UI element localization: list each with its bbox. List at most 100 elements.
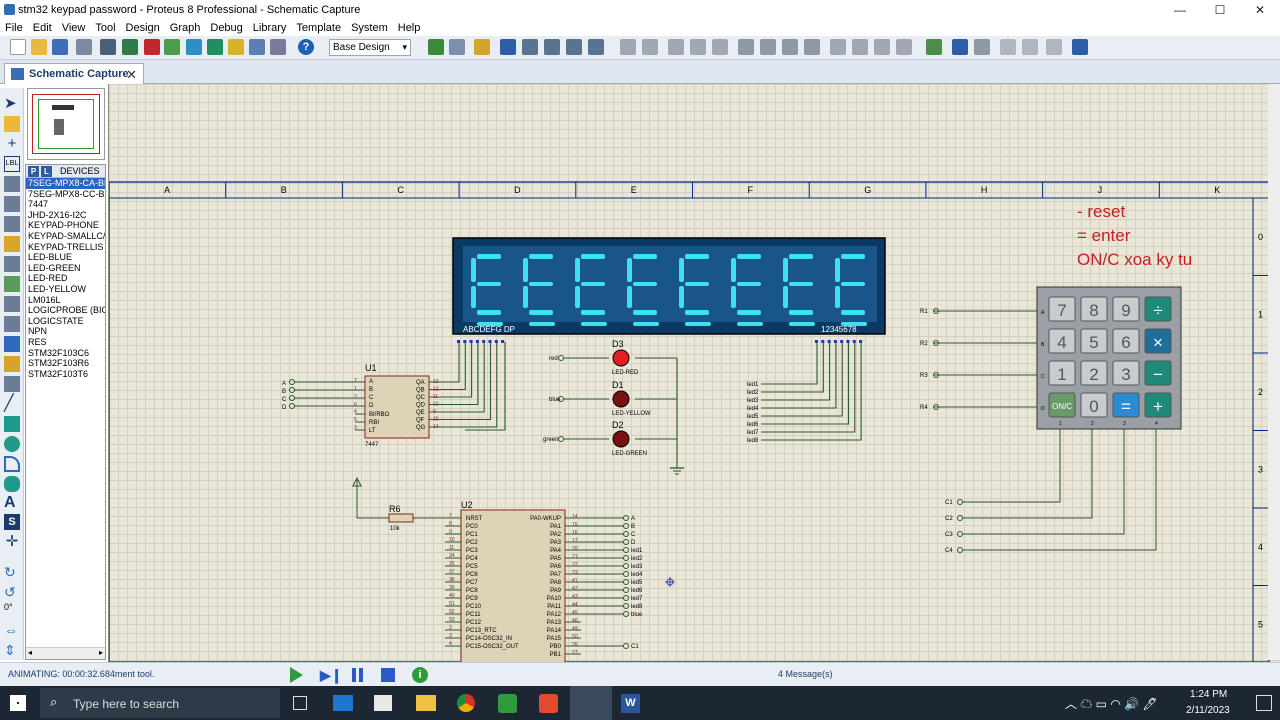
- keypad-key[interactable]: [1048, 296, 1076, 322]
- device-item[interactable]: LED-BLUE: [28, 252, 73, 263]
- refresh-icon[interactable]: [428, 39, 444, 55]
- package-tool-icon[interactable]: [874, 39, 890, 55]
- undo-icon[interactable]: [620, 39, 636, 55]
- arc-mode-icon[interactable]: [4, 456, 20, 472]
- device-item[interactable]: 7SEG-MPX8-CA-BL: [26, 178, 105, 189]
- mirror-x-icon[interactable]: ⇔: [4, 622, 18, 638]
- menu-graph[interactable]: Graph: [169, 22, 201, 34]
- probe-mode-icon[interactable]: [4, 336, 20, 352]
- copy-icon[interactable]: [690, 39, 706, 55]
- device-item[interactable]: STM32F103T6: [28, 368, 89, 379]
- keypad-key[interactable]: [1112, 296, 1140, 322]
- keypad-key[interactable]: [1080, 296, 1108, 322]
- voltage-probe-icon[interactable]: [4, 356, 20, 372]
- keypad-key[interactable]: [1144, 392, 1172, 418]
- open-folder-icon[interactable]: [31, 39, 47, 55]
- device-item[interactable]: STM32F103C6: [28, 347, 90, 358]
- source-code-icon[interactable]: [249, 39, 265, 55]
- mirror-y-icon[interactable]: ⇕: [4, 642, 16, 658]
- help-icon[interactable]: ?: [298, 39, 314, 55]
- close-tab-icon[interactable]: ✕: [126, 67, 137, 82]
- design-variant-select[interactable]: Base Design: [329, 39, 411, 56]
- pcb-layout-icon[interactable]: [122, 39, 138, 55]
- windows-start-icon[interactable]: [10, 695, 26, 711]
- keypad-key[interactable]: [1080, 392, 1108, 418]
- r6-resistor[interactable]: R6 10k: [352, 476, 445, 532]
- virtual-instruments-icon[interactable]: [4, 376, 20, 392]
- microsoft-store-icon[interactable]: [374, 695, 392, 711]
- device-item[interactable]: LED-RED: [28, 273, 68, 284]
- paste-icon[interactable]: [712, 39, 728, 55]
- box-mode-icon[interactable]: [4, 416, 20, 432]
- graph-mode-icon[interactable]: [4, 276, 20, 292]
- play-icon[interactable]: [290, 667, 303, 683]
- device-item[interactable]: RES: [28, 336, 47, 347]
- netlist-icon[interactable]: [270, 39, 286, 55]
- wire-autorouter-icon[interactable]: [926, 39, 942, 55]
- new-file-icon[interactable]: [10, 39, 26, 55]
- path-mode-icon[interactable]: [4, 476, 20, 492]
- tab-schematic-capture[interactable]: Schematic Capture ✕: [4, 63, 144, 84]
- menu-template[interactable]: Template: [296, 22, 342, 34]
- block-rotate-icon[interactable]: [782, 39, 798, 55]
- vertical-scrollbar[interactable]: [1268, 84, 1280, 660]
- redo-icon[interactable]: [642, 39, 658, 55]
- bus-mode-icon[interactable]: [4, 196, 20, 212]
- new-sheet-icon[interactable]: [1000, 39, 1016, 55]
- import-icon[interactable]: [76, 39, 92, 55]
- overview-viewport[interactable]: [38, 99, 94, 149]
- pan-icon[interactable]: [500, 39, 516, 55]
- device-item[interactable]: KEYPAD-TRELLIS: [28, 241, 104, 252]
- generator-mode-icon[interactable]: [4, 316, 20, 332]
- file-explorer-icon[interactable]: [416, 695, 436, 711]
- keypad-key[interactable]: [1144, 296, 1172, 322]
- seven-segment-display[interactable]: ABCDEFG DP 12345678: [452, 237, 886, 343]
- keypad-key[interactable]: [1112, 328, 1140, 354]
- zoom-all-icon[interactable]: [566, 39, 582, 55]
- device-item[interactable]: 7447: [28, 199, 49, 210]
- schematic-icon[interactable]: [100, 39, 116, 55]
- taskbar-search-box[interactable]: ⌕ Type here to search: [40, 688, 280, 718]
- zoom-in-icon[interactable]: [522, 39, 538, 55]
- block-copy-icon[interactable]: [738, 39, 754, 55]
- remove-sheet-icon[interactable]: [1022, 39, 1038, 55]
- selection-mode-icon[interactable]: ➤: [4, 95, 17, 112]
- cut-icon[interactable]: [668, 39, 684, 55]
- terminals-mode-icon[interactable]: [4, 236, 20, 252]
- step-icon[interactable]: ▶❙: [320, 667, 343, 683]
- menu-design[interactable]: Design: [125, 22, 160, 34]
- 3d-viewer-icon[interactable]: [164, 39, 180, 55]
- subcircuit-mode-icon[interactable]: [4, 216, 20, 232]
- design-explorer-icon[interactable]: [1072, 39, 1088, 55]
- device-item[interactable]: STM32F103R6: [28, 358, 90, 369]
- info-icon[interactable]: i: [412, 667, 428, 683]
- menu-edit[interactable]: Edit: [32, 22, 52, 34]
- keypad-key[interactable]: [1112, 360, 1140, 386]
- zoom-out-icon[interactable]: [544, 39, 560, 55]
- task-view-icon[interactable]: [293, 696, 307, 710]
- device-item[interactable]: LOGICSTATE: [28, 315, 84, 326]
- keypad-key[interactable]: [1080, 328, 1108, 354]
- grid-icon[interactable]: [449, 39, 465, 55]
- keypad-key[interactable]: [1144, 360, 1172, 386]
- camtasia-icon[interactable]: [498, 694, 517, 713]
- keypad-key[interactable]: [1144, 328, 1172, 354]
- menu-system[interactable]: System: [351, 22, 388, 34]
- device-item[interactable]: LOGICPROBE (BIG: [28, 305, 105, 316]
- gerber-icon[interactable]: [144, 39, 160, 55]
- rotate-ccw-icon[interactable]: ↺: [4, 584, 16, 600]
- menu-help[interactable]: Help: [397, 22, 421, 34]
- block-delete-icon[interactable]: [804, 39, 820, 55]
- menu-library[interactable]: Library: [252, 22, 287, 34]
- menu-view[interactable]: View: [61, 22, 86, 34]
- bom-icon[interactable]: [207, 39, 223, 55]
- pick-device-icon[interactable]: [830, 39, 846, 55]
- rotate-cw-icon[interactable]: ↻: [4, 564, 16, 580]
- junction-mode-icon[interactable]: +: [7, 135, 17, 152]
- library-manager-button[interactable]: L: [41, 165, 52, 177]
